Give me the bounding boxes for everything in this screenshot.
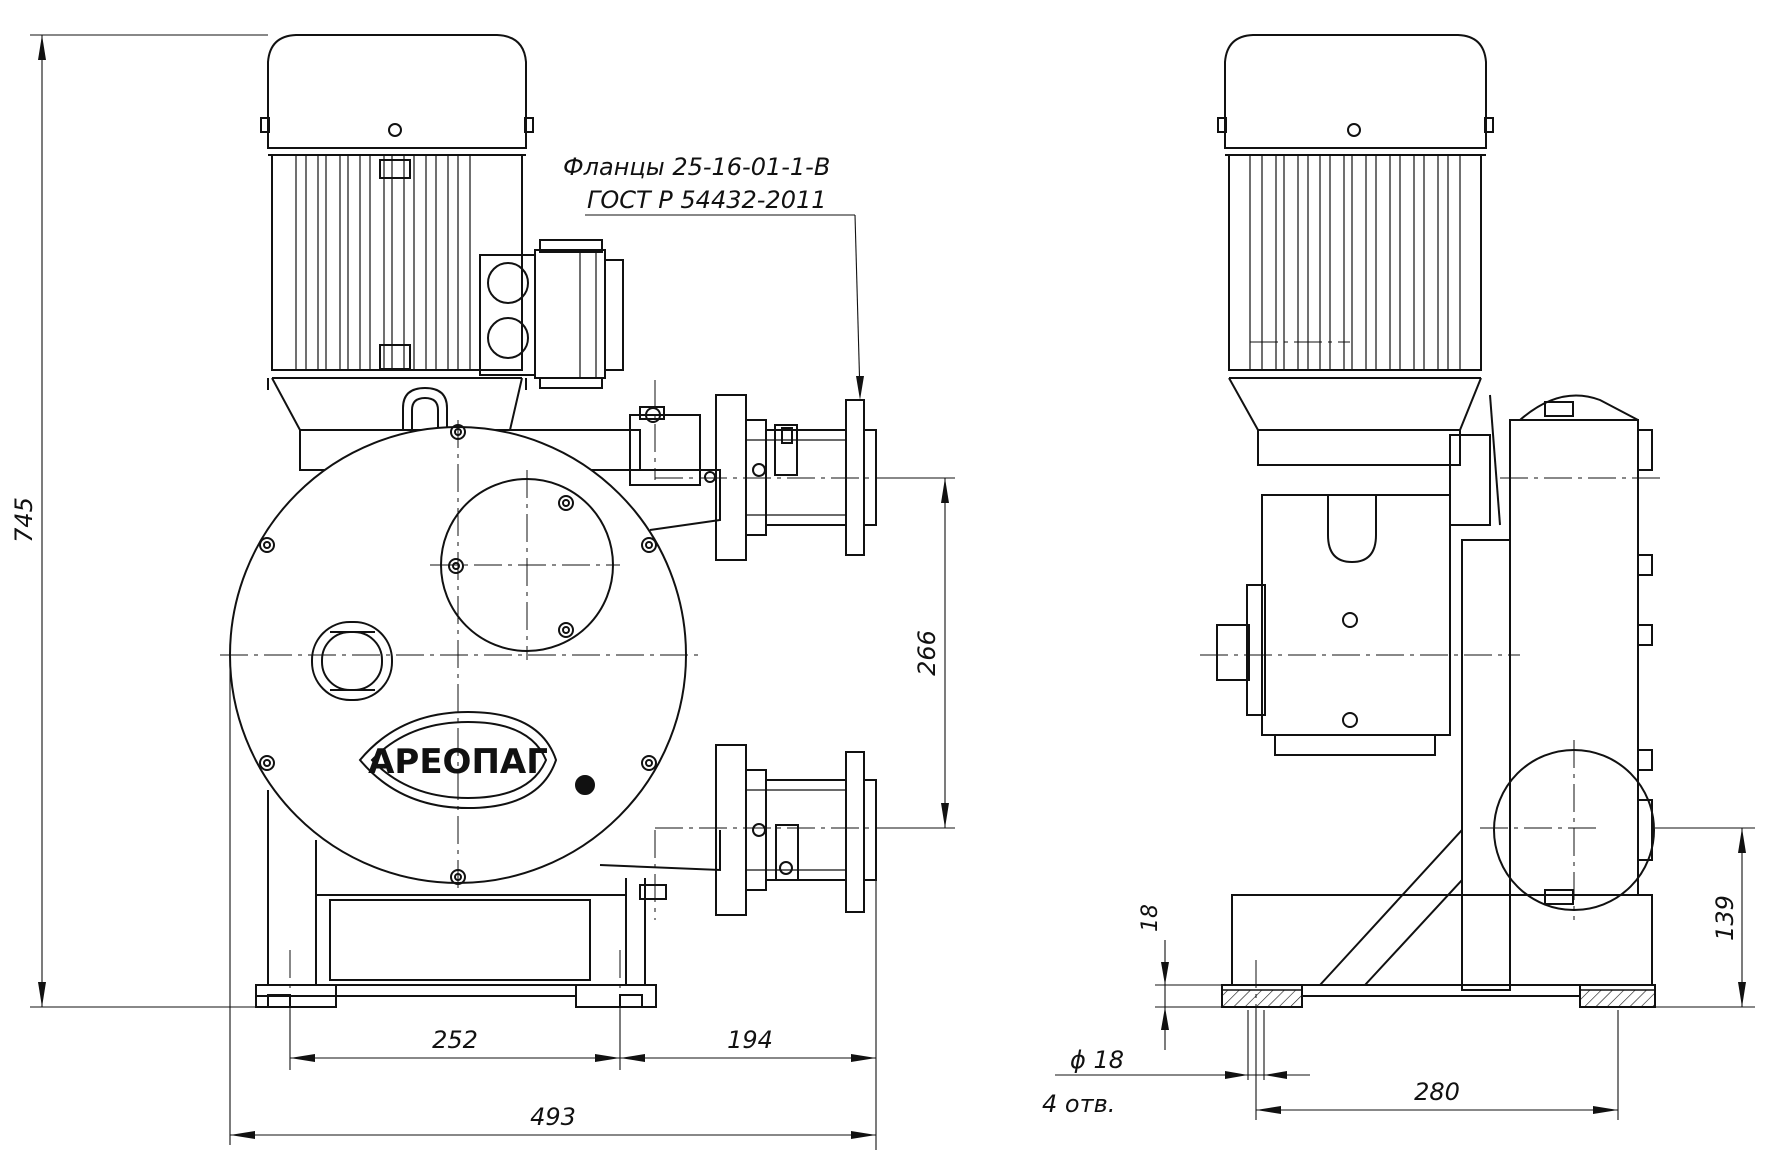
dim-foot-height: 18 bbox=[1138, 904, 1163, 932]
dimension-labels: 745 266 252 194 493 18 139 280 ϕ 18 4 от… bbox=[10, 153, 1739, 1131]
dim-total-width: 493 bbox=[530, 1103, 576, 1131]
dim-base-width: 252 bbox=[432, 1026, 478, 1054]
front-base-frame bbox=[255, 790, 657, 1008]
side-pump-housing bbox=[1461, 394, 1655, 991]
dim-height-total: 745 bbox=[10, 497, 38, 543]
dim-mount-spacing: 280 bbox=[1414, 1078, 1460, 1106]
dim-outlet-height: 139 bbox=[1711, 895, 1739, 941]
dim-flange-offset: 194 bbox=[727, 1026, 773, 1054]
front-motor bbox=[260, 34, 624, 431]
callout-flanges: Фланцы 25-16-01-1-В bbox=[563, 153, 830, 181]
side-base-frame bbox=[1221, 827, 1656, 1008]
dimension-lines bbox=[30, 34, 1755, 1150]
front-view: АРЕОПАГ bbox=[220, 34, 950, 1015]
side-gearbox bbox=[1216, 434, 1491, 756]
dim-flange-spacing: 266 bbox=[913, 630, 941, 676]
side-motor bbox=[1217, 34, 1494, 466]
dim-hole-diameter: ϕ 18 bbox=[1070, 1046, 1124, 1074]
lower-flange-assembly bbox=[599, 744, 877, 916]
callout-standard: ГОСТ Р 54432-2011 bbox=[587, 186, 827, 214]
side-view bbox=[1200, 34, 1660, 1025]
dim-hole-count: 4 отв. bbox=[1042, 1090, 1115, 1118]
